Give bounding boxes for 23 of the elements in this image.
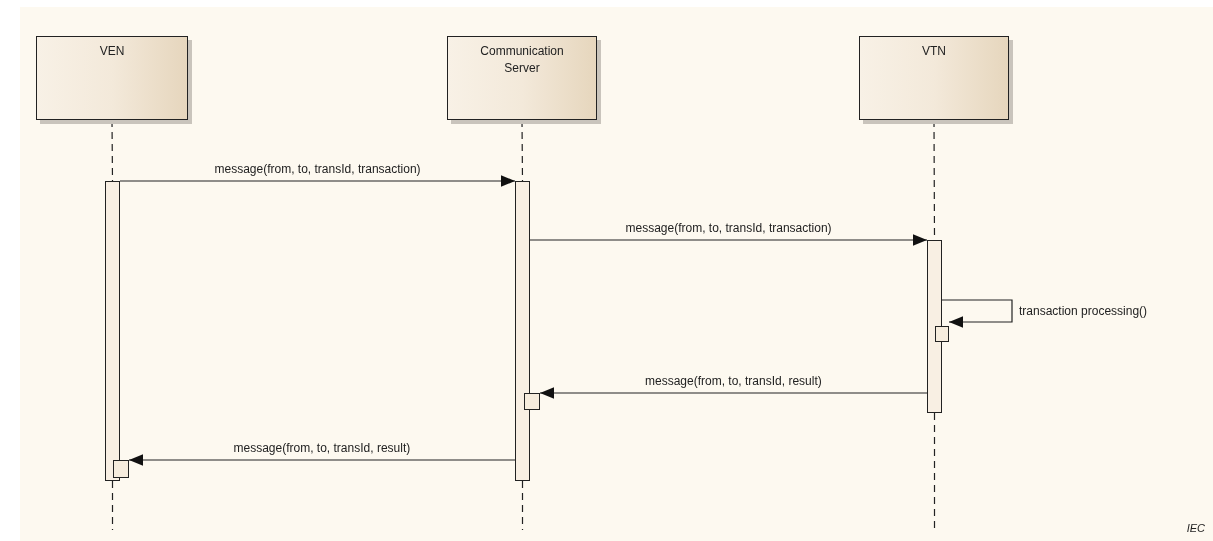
- message-label: message(from, to, transId, transaction): [624, 221, 833, 235]
- activation-bar: [105, 181, 120, 481]
- message-label: message(from, to, transId, result): [644, 374, 823, 388]
- activation-bar: [515, 181, 530, 481]
- lifeline: [933, 412, 936, 531]
- lifeline-title: VTN: [922, 43, 946, 60]
- lifeline-title: VEN: [99, 43, 125, 60]
- execution-box: [524, 393, 540, 410]
- source-note: IEC: [1186, 522, 1205, 534]
- lifeline: [111, 480, 114, 531]
- lifeline: [521, 480, 524, 531]
- execution-box: [113, 460, 129, 478]
- message-arrow: [529, 234, 928, 246]
- message-label: message(from, to, transId, result): [232, 441, 412, 455]
- message-arrow: [941, 299, 1013, 328]
- message-label: transaction processing(): [1018, 304, 1149, 318]
- message-arrow: [128, 454, 516, 466]
- lifeline-title: Communication Server: [479, 43, 565, 77]
- message-label: message(from, to, transId, transaction): [213, 162, 422, 176]
- message-arrow: [119, 175, 516, 187]
- activation-bar: [927, 240, 942, 413]
- execution-box: [935, 326, 949, 342]
- message-arrow: [539, 387, 928, 399]
